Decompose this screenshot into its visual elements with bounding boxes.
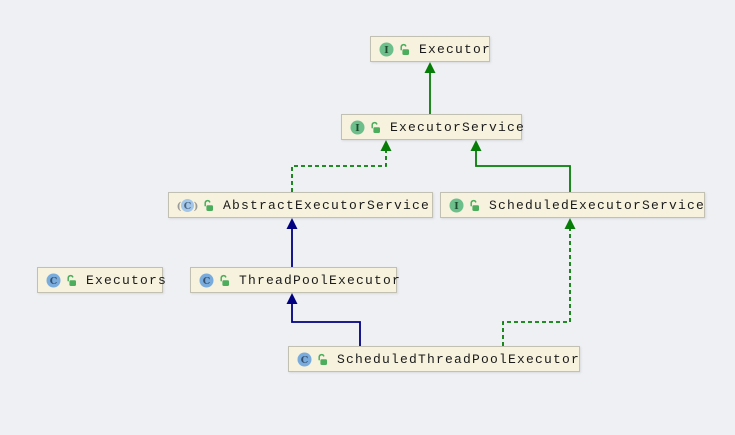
class-icon: C <box>46 273 61 288</box>
unlocked-padlock-icon <box>469 199 480 212</box>
edge-ScheduledThreadPoolExecutor-implements-ScheduledExecutorService <box>502 218 576 346</box>
edge-ExecutorService-extends-Executor <box>424 62 436 114</box>
svg-text:C: C <box>184 201 192 212</box>
abstract-class-icon: ()C <box>177 198 198 213</box>
unlocked-padlock-icon <box>370 121 381 134</box>
class-name-label: ThreadPoolExecutor <box>239 272 402 288</box>
class-name-label: Executor <box>419 41 492 57</box>
class-name-label: ScheduledExecutorService <box>489 197 706 213</box>
unlocked-padlock-icon <box>399 43 410 56</box>
interface-icon: I <box>449 198 464 213</box>
unlocked-padlock-icon <box>317 353 328 366</box>
arrowhead-extends <box>470 140 482 151</box>
class-name-label: ScheduledThreadPoolExecutor <box>337 351 581 367</box>
unlocked-padlock-icon <box>219 274 230 287</box>
arrowhead-extends <box>286 293 298 304</box>
svg-text:C: C <box>50 276 58 287</box>
interface-icon: I <box>379 42 394 57</box>
svg-text:I: I <box>454 201 459 212</box>
class-node-ScheduledExecutorService[interactable]: I ScheduledExecutorService <box>440 192 705 218</box>
arrowhead-implements <box>564 218 576 229</box>
interface-icon: I <box>350 120 365 135</box>
edge-AbstractExecutorService-implements-ExecutorService <box>291 140 392 192</box>
class-node-Executor[interactable]: I Executor <box>370 36 490 62</box>
class-name-label: Executors <box>86 272 168 288</box>
class-icon: C <box>199 273 214 288</box>
svg-text:): ) <box>194 201 198 212</box>
svg-text:I: I <box>355 123 360 134</box>
edge-ScheduledExecutorService-extends-ExecutorService <box>470 140 571 192</box>
class-node-ThreadPoolExecutor[interactable]: C ThreadPoolExecutor <box>190 267 400 293</box>
class-name-label: AbstractExecutorService <box>223 197 431 213</box>
arrowhead-implements <box>380 140 392 151</box>
svg-text:C: C <box>203 276 211 287</box>
svg-text:I: I <box>384 45 389 56</box>
class-node-AbstractExecutorService[interactable]: ()C AbstractExecutorService <box>168 192 433 218</box>
arrowhead-extends <box>286 218 298 229</box>
svg-text:C: C <box>301 355 309 366</box>
svg-text:(: ( <box>177 201 182 212</box>
edge-ScheduledThreadPoolExecutor-extends-ThreadPoolExecutor <box>286 293 361 346</box>
unlocked-padlock-icon <box>66 274 77 287</box>
class-node-ExecutorService[interactable]: I ExecutorService <box>341 114 526 140</box>
unlocked-padlock-icon <box>203 199 214 212</box>
class-node-Executors[interactable]: C Executors <box>37 267 166 293</box>
class-node-ScheduledThreadPoolExecutor[interactable]: C ScheduledThreadPoolExecutor <box>288 346 580 372</box>
arrowhead-extends <box>424 62 436 73</box>
class-icon: C <box>297 352 312 367</box>
edge-ThreadPoolExecutor-extends-AbstractExecutorService <box>286 218 298 267</box>
class-name-label: ExecutorService <box>390 119 526 135</box>
